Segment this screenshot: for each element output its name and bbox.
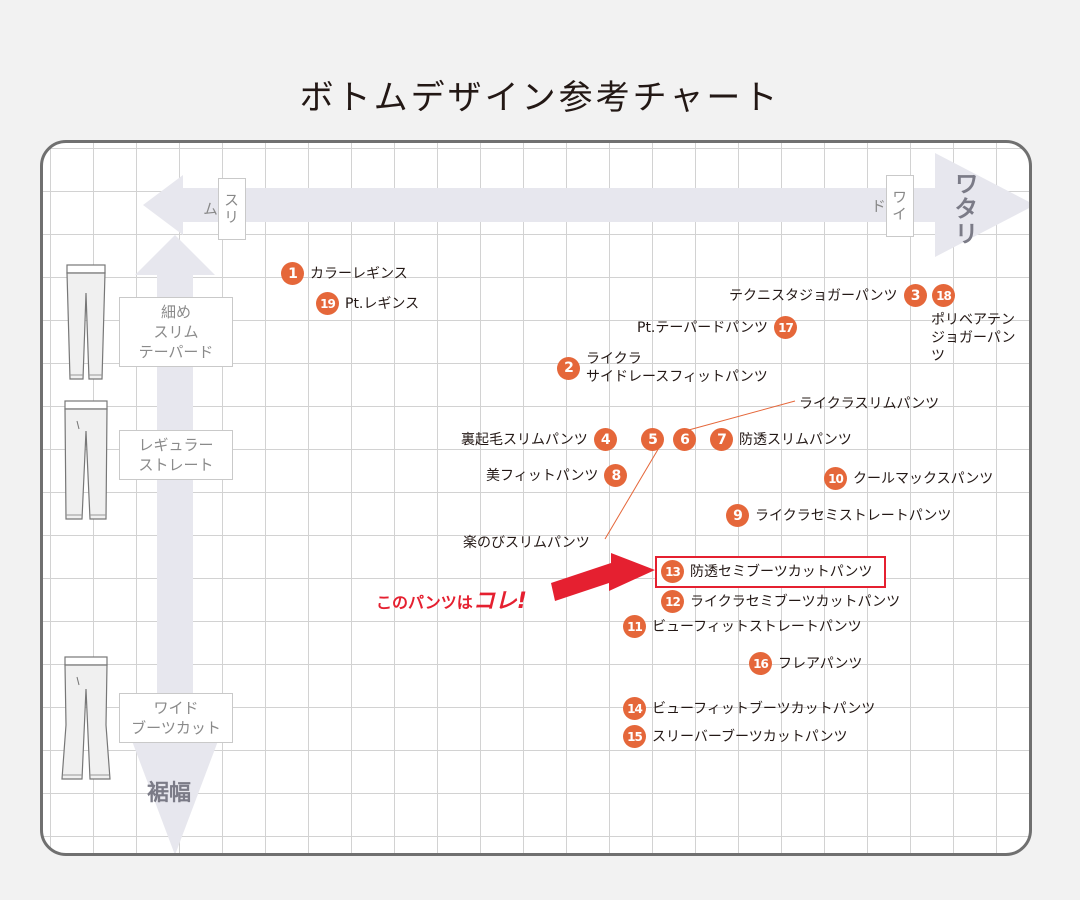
item-12[interactable]: 12 ライクラセミブーツカットパンツ [661, 590, 900, 613]
item-5-badge[interactable]: 5 [641, 428, 664, 451]
silhouette-tag-line: レギュラー [138, 436, 214, 454]
item-name: クールマックスパンツ [853, 470, 994, 487]
item-name: 防透スリムパンツ [739, 431, 852, 448]
item-13[interactable]: 13 防透セミブーツカットパンツ [661, 560, 872, 583]
axis-tag-slim: スリム [201, 178, 246, 240]
item-14[interactable]: 14 ビューフィットブーツカットパンツ [623, 697, 875, 720]
item-16[interactable]: 16 フレアパンツ [749, 652, 862, 675]
item-name: テクニスタジョガーパンツ [729, 287, 898, 304]
item-name: ビューフィットストレートパンツ [652, 618, 862, 635]
leader-lines [604, 400, 796, 540]
watari-label: ワタリ [950, 171, 978, 246]
item-name-line: サイドレースフィットパンツ [586, 369, 768, 385]
callout-arrow-icon [551, 553, 655, 601]
item-number-badge: 11 [623, 615, 646, 638]
axis-arrows [129, 153, 1029, 853]
item-4[interactable]: 裏起毛スリムパンツ 4 [461, 428, 617, 451]
silhouette-tag-line: ワイド [153, 699, 199, 717]
silhouette-tag-line: ストレート [138, 456, 214, 474]
callout-prefix: このパンツは [376, 593, 473, 612]
item-11[interactable]: 11 ビューフィットストレートパンツ [623, 615, 862, 638]
item-name: ライクラセミストレートパンツ [755, 507, 952, 524]
item-17[interactable]: Pt.テーパードパンツ 17 [637, 316, 797, 339]
silhouette-tag-line: テーパード [138, 343, 214, 361]
item-name: ライクラ サイドレースフィットパンツ [586, 350, 768, 386]
silhouette-tag-slim: 細め スリム テーパード [119, 297, 233, 367]
susohaba-label: 裾幅 [147, 781, 192, 806]
item-18-name: ポリベアテン ジョガーパンツ [931, 311, 1029, 365]
item-19[interactable]: 19 Pt.レギンス [316, 292, 419, 315]
featured-item-frame [655, 556, 886, 588]
item-number-badge: 15 [623, 725, 646, 748]
item-6-badge[interactable]: 6 [673, 428, 696, 451]
item-1[interactable]: 1 カラーレギンス [281, 262, 408, 285]
item-number-badge: 3 [903, 284, 927, 307]
page-title: ボトムデザイン参考チャート [299, 78, 781, 118]
leader-line-raku-nobi [604, 445, 661, 540]
item-2[interactable]: 2 ライクラ サイドレースフィットパンツ [557, 350, 768, 386]
silhouette-tag-line: スリム [153, 323, 199, 341]
silhouette-tag-regular: レギュラー ストレート [119, 430, 233, 480]
item-name: ビューフィットブーツカットパンツ [652, 700, 876, 717]
item-number-badge: 2 [557, 356, 580, 380]
pointer-label-raku-nobi: 楽のびスリムパンツ [463, 535, 590, 551]
item-name-line: ポリベアテン [931, 312, 1015, 328]
item-number-badge: 9 [726, 504, 749, 527]
item-number-badge: 7 [710, 428, 733, 451]
item-name: 美フィットパンツ [486, 467, 599, 484]
bootcut-pants-icon [61, 656, 111, 780]
item-8[interactable]: 美フィットパンツ 8 [486, 464, 628, 487]
item-name: カラーレギンス [310, 265, 408, 282]
item-3-18[interactable]: テクニスタジョガーパンツ 3 [729, 284, 927, 307]
item-number-badge: 17 [773, 316, 797, 339]
item-15[interactable]: 15 スリーバーブーツカットパンツ [623, 725, 847, 748]
item-9[interactable]: 9 ライクラセミストレートパンツ [726, 504, 951, 527]
axis-tag-wide: ワイド [869, 175, 914, 237]
item-number-badge: 8 [604, 464, 628, 487]
item-name: 防透セミブーツカットパンツ [690, 563, 873, 580]
item-number-badge: 12 [661, 590, 684, 613]
item-name: ライクラセミブーツカットパンツ [690, 593, 901, 610]
item-name-line: ジョガーパンツ [931, 330, 1016, 364]
item-number-badge: 14 [623, 697, 646, 720]
item-name: 裏起毛スリムパンツ [461, 431, 588, 448]
item-18-badge[interactable]: 18 [932, 284, 955, 307]
leader-line-lycra-slim [684, 400, 796, 432]
item-number-badge: 4 [593, 428, 617, 451]
item-name: Pt.テーパードパンツ [637, 319, 768, 336]
pointer-label-lycra-slim: ライクラスリムパンツ [799, 396, 940, 412]
silhouette-tag-wide: ワイド ブーツカット [119, 693, 233, 743]
item-10[interactable]: 10 クールマックスパンツ [824, 467, 993, 490]
item-name: スリーバーブーツカットパンツ [652, 728, 848, 745]
chart-panel: スリム ワイド ワタリ 裾幅 細め スリム テーパード レギュラー ストレート … [40, 140, 1032, 856]
item-name: Pt.レギンス [345, 295, 420, 312]
item-name-line: ライクラ [586, 351, 642, 367]
item-name: フレアパンツ [778, 655, 863, 672]
item-number-badge: 13 [661, 560, 684, 583]
slim-pants-icon [66, 264, 106, 380]
item-7[interactable]: 7 防透スリムパンツ [710, 428, 852, 451]
item-number-badge: 10 [824, 467, 847, 490]
item-number-badge: 19 [316, 292, 339, 315]
vertical-axis-arrow [129, 235, 221, 853]
item-number-badge: 16 [749, 652, 772, 675]
silhouette-tag-line: 細め [160, 303, 191, 321]
straight-pants-icon [64, 400, 108, 520]
callout-text: このパンツはコレ! [376, 583, 527, 615]
horizontal-axis-arrow [143, 153, 1029, 257]
callout-emphasis: コレ! [472, 589, 527, 614]
item-number-badge: 1 [281, 262, 304, 285]
silhouette-tag-line: ブーツカット [131, 719, 221, 737]
